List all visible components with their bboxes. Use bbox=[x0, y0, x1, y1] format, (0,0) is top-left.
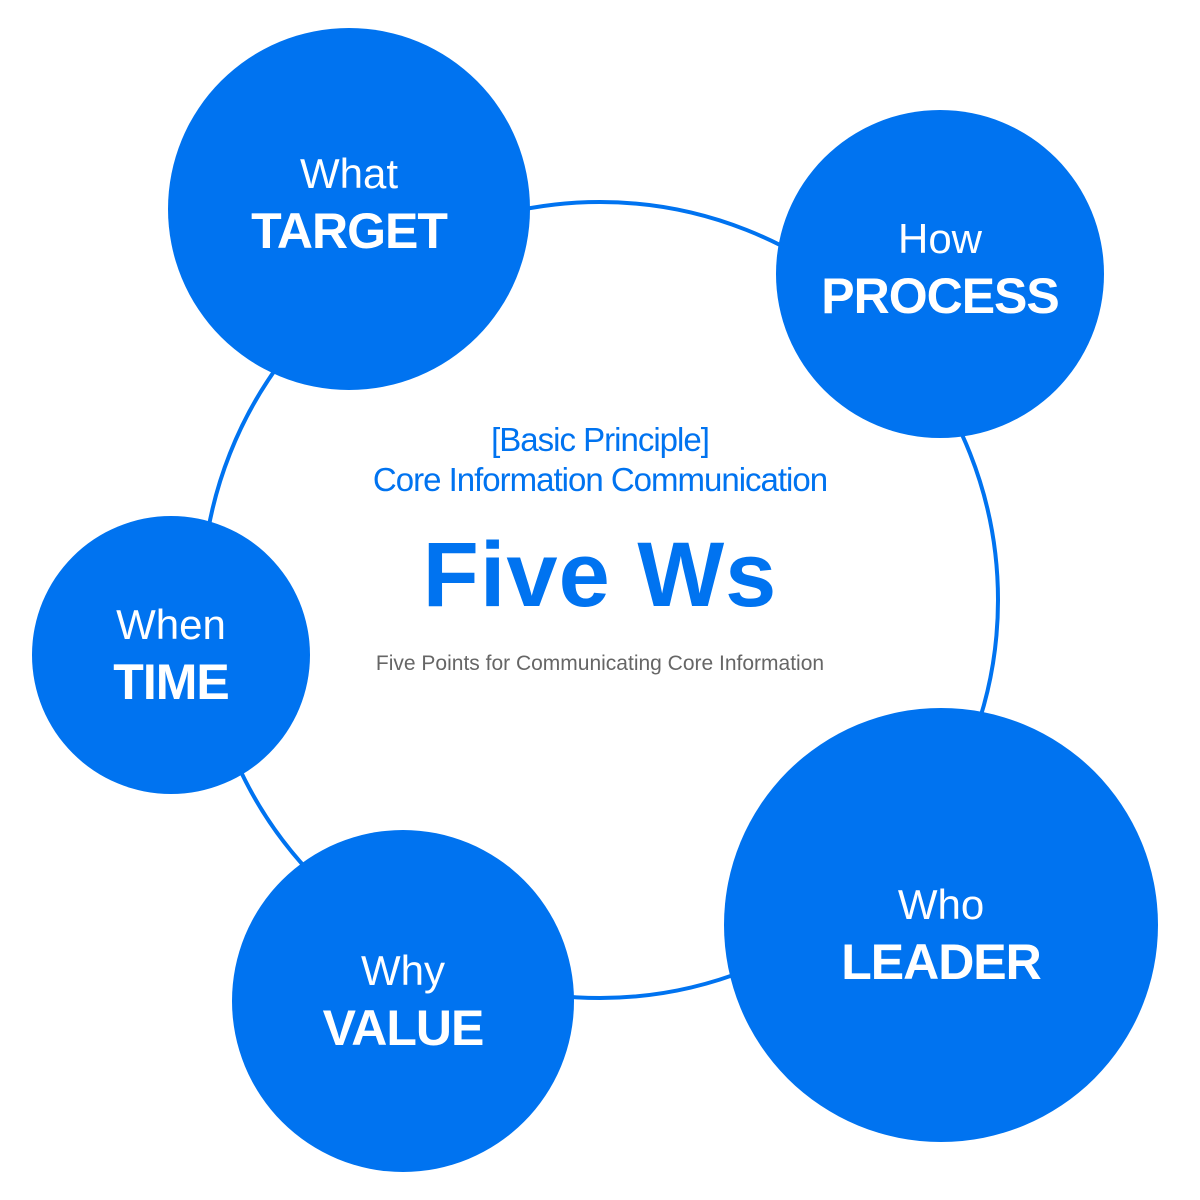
node-when-question: When bbox=[116, 601, 226, 648]
center-content: [Basic Principle] Core Information Commu… bbox=[300, 420, 900, 678]
node-when-keyword: TIME bbox=[113, 654, 229, 710]
node-how-keyword: PROCESS bbox=[821, 268, 1060, 324]
node-who-question: Who bbox=[897, 881, 985, 928]
center-subtitle-line2: Core Information Communication bbox=[372, 461, 828, 498]
node-who-keyword: LEADER bbox=[841, 934, 1042, 990]
node-how: How PROCESS bbox=[776, 110, 1104, 438]
node-what-keyword: TARGET bbox=[251, 203, 448, 259]
center-subtitle-line1: [Basic Principle] bbox=[491, 421, 710, 458]
node-how-question: How bbox=[897, 215, 983, 262]
center-note: Five Points for Communicating Core Infor… bbox=[375, 652, 825, 675]
node-why-question: Why bbox=[361, 947, 445, 994]
node-who: Who LEADER bbox=[724, 708, 1158, 1142]
node-what-question: What bbox=[299, 150, 399, 197]
node-why: Why VALUE bbox=[232, 830, 574, 1172]
node-what: What TARGET bbox=[168, 28, 530, 390]
node-why-keyword: VALUE bbox=[322, 1000, 485, 1056]
center-title: Five Ws bbox=[422, 524, 778, 626]
node-when: When TIME bbox=[32, 516, 310, 794]
